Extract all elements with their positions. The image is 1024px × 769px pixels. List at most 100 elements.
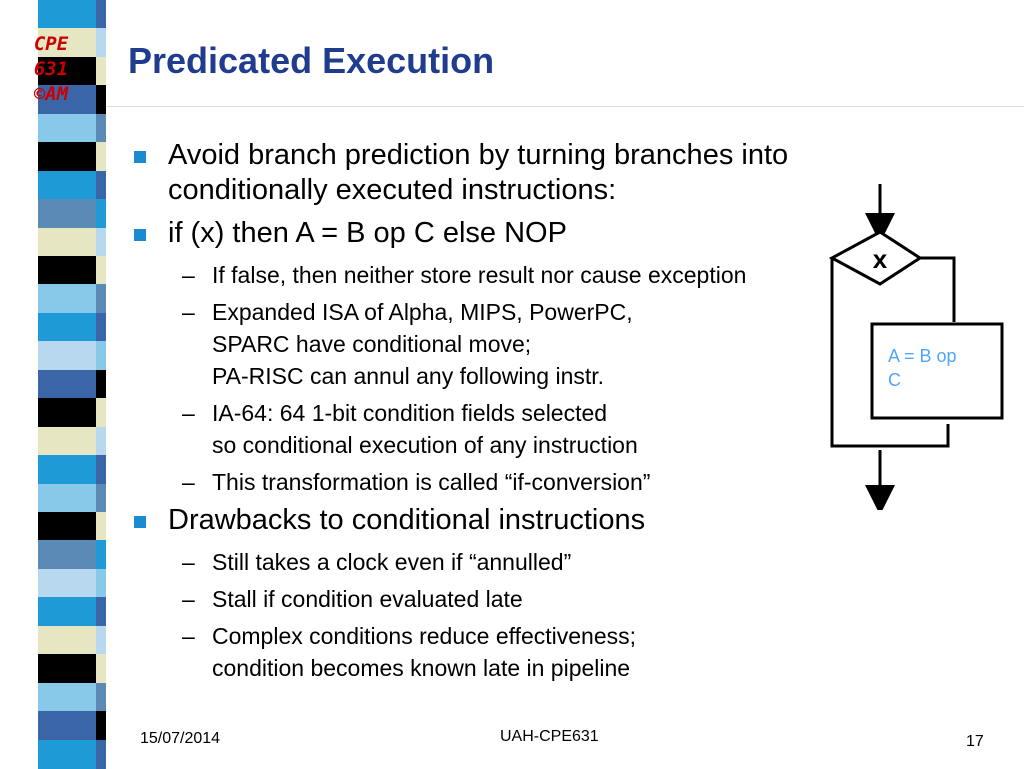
- course-mark: CPE 631 ©AM: [16, 32, 86, 107]
- stripe-block: [96, 170, 106, 201]
- course-mark-line: CPE: [33, 33, 69, 55]
- stripe-block: [96, 540, 106, 570]
- course-mark-line: ©AM: [33, 83, 69, 105]
- slide-title: Predicated Execution: [128, 40, 495, 81]
- bullet-text-line: SPARC have conditional move;: [212, 331, 532, 357]
- stripe-block: [38, 341, 96, 371]
- stripe-block: [38, 540, 96, 570]
- bullet-text-line: condition becomes known late in pipeline: [212, 655, 631, 681]
- true-path-line: [920, 256, 956, 322]
- bullet-item: Drawbacks to conditional instructions: [128, 503, 1008, 538]
- stripe-block: [38, 369, 96, 400]
- dash-bullet-icon: –: [182, 469, 195, 495]
- decision-diamond: [828, 230, 923, 286]
- bullet-item: if (x) then A = B op C else NOP: [128, 216, 1008, 251]
- square-bullet-icon: [134, 229, 146, 241]
- operation-box: [870, 322, 1004, 420]
- stripe-block: [96, 56, 106, 87]
- sub-bullet-item: –Expanded ISA of Alpha, MIPS, PowerPC, SP…: [128, 296, 1008, 392]
- stripe-block: [38, 483, 96, 513]
- bullet-text-line: PA-RISC can annul any following instr.: [212, 363, 605, 389]
- stripe-block: [38, 711, 96, 741]
- bullet-text-line: This transformation is called “if-conver…: [212, 469, 651, 495]
- sub-bullet-item: –Complex conditions reduce effectiveness…: [128, 620, 1008, 684]
- bullet-text-line: IA-64: 64 1-bit condition fields selecte…: [212, 400, 608, 426]
- false-path-line: [830, 258, 950, 448]
- bullet-item: Avoid branch prediction by turning branc…: [128, 138, 1008, 208]
- stripe-block: [38, 512, 96, 542]
- if-conversion-flow-diagram: [828, 184, 1004, 510]
- course-mark-line: 631: [33, 58, 69, 80]
- stripe-block: [38, 625, 96, 656]
- bullet-text-line: if (x) then A = B op C else NOP: [168, 217, 567, 249]
- stripe-block: [38, 256, 96, 286]
- bullet-text-line: Expanded ISA of Alpha, MIPS, PowerPC,: [212, 299, 633, 325]
- stripe-block: [96, 312, 106, 343]
- operation-box-label: A = B op C: [888, 344, 996, 392]
- stripe-block: [38, 455, 96, 485]
- bullet-text-line: Still takes a clock even if “annulled”: [212, 549, 572, 575]
- stripe-block: [96, 199, 106, 229]
- decision-condition-label: x: [872, 244, 888, 274]
- stripe-block: [38, 426, 96, 457]
- stripe-block: [96, 142, 106, 172]
- sub-bullet-item: –Still takes a clock even if “annulled”: [128, 546, 1008, 578]
- stripe-block: [38, 142, 96, 172]
- stripe-block: [96, 369, 106, 400]
- footer-date: 15/07/2014: [140, 730, 221, 747]
- operation-box-line: A = B op: [888, 346, 957, 366]
- title-divider: [106, 106, 1024, 107]
- footer-page-number: 17: [966, 733, 984, 750]
- stripe-block: [96, 654, 106, 684]
- stripe-block: [96, 0, 106, 30]
- square-bullet-icon: [134, 516, 146, 528]
- bullet-text-line: Avoid branch prediction by turning branc…: [168, 139, 789, 171]
- stripe-block: [96, 426, 106, 457]
- stripe-block: [38, 227, 96, 257]
- sub-bullet-item: –If false, then neither store result nor…: [128, 259, 1008, 291]
- bullet-text-line: If false, then neither store result nor …: [212, 262, 747, 288]
- stripe-block: [96, 568, 106, 599]
- stripe-block: [38, 597, 96, 627]
- stripe-block: [38, 654, 96, 684]
- stripe-block: [96, 85, 106, 115]
- stripe-block: [38, 113, 96, 144]
- stripe-block: [96, 341, 106, 371]
- stripe-block: [96, 682, 106, 713]
- dash-bullet-icon: –: [182, 623, 195, 649]
- bullet-text-line: Drawbacks to conditional instructions: [168, 504, 646, 536]
- stripe-block: [96, 512, 106, 542]
- stripe-block: [38, 199, 96, 229]
- stripe-block: [38, 739, 96, 769]
- dash-bullet-icon: –: [182, 299, 195, 325]
- stripe-block: [96, 398, 106, 428]
- stripe-block: [38, 398, 96, 428]
- sub-bullet-item: –Stall if condition evaluated late: [128, 583, 1008, 615]
- dash-bullet-icon: –: [182, 549, 195, 575]
- stripe-block: [38, 284, 96, 314]
- stripe-block: [38, 56, 96, 87]
- left-decorative-stripe: [0, 0, 110, 769]
- bullet-text-line: conditionally executed instructions:: [168, 174, 617, 206]
- stripe-block: [38, 568, 96, 599]
- stripe-block: [96, 227, 106, 257]
- stripe-block: [96, 28, 106, 58]
- bullet-list: Avoid branch prediction by turning branc…: [128, 138, 1008, 689]
- dash-bullet-icon: –: [182, 262, 195, 288]
- footer-center-text: UAH-CPE631: [500, 728, 599, 745]
- stripe-block: [96, 711, 106, 741]
- stripe-block: [96, 256, 106, 286]
- sub-bullet-item: –IA-64: 64 1-bit condition fields select…: [128, 397, 1008, 461]
- stripe-block: [38, 85, 96, 115]
- square-bullet-icon: [134, 151, 146, 163]
- stripe-block: [38, 170, 96, 201]
- bullet-text-line: Complex conditions reduce effectiveness;: [212, 623, 637, 649]
- stripe-block: [96, 625, 106, 656]
- sub-bullet-item: –This transformation is called “if-conve…: [128, 466, 1008, 498]
- stripe-block: [96, 483, 106, 513]
- dash-bullet-icon: –: [182, 586, 195, 612]
- operation-box-line: C: [888, 370, 901, 390]
- stripe-block: [96, 284, 106, 314]
- bullet-text-line: Stall if condition evaluated late: [212, 586, 523, 612]
- stripe-block: [96, 597, 106, 627]
